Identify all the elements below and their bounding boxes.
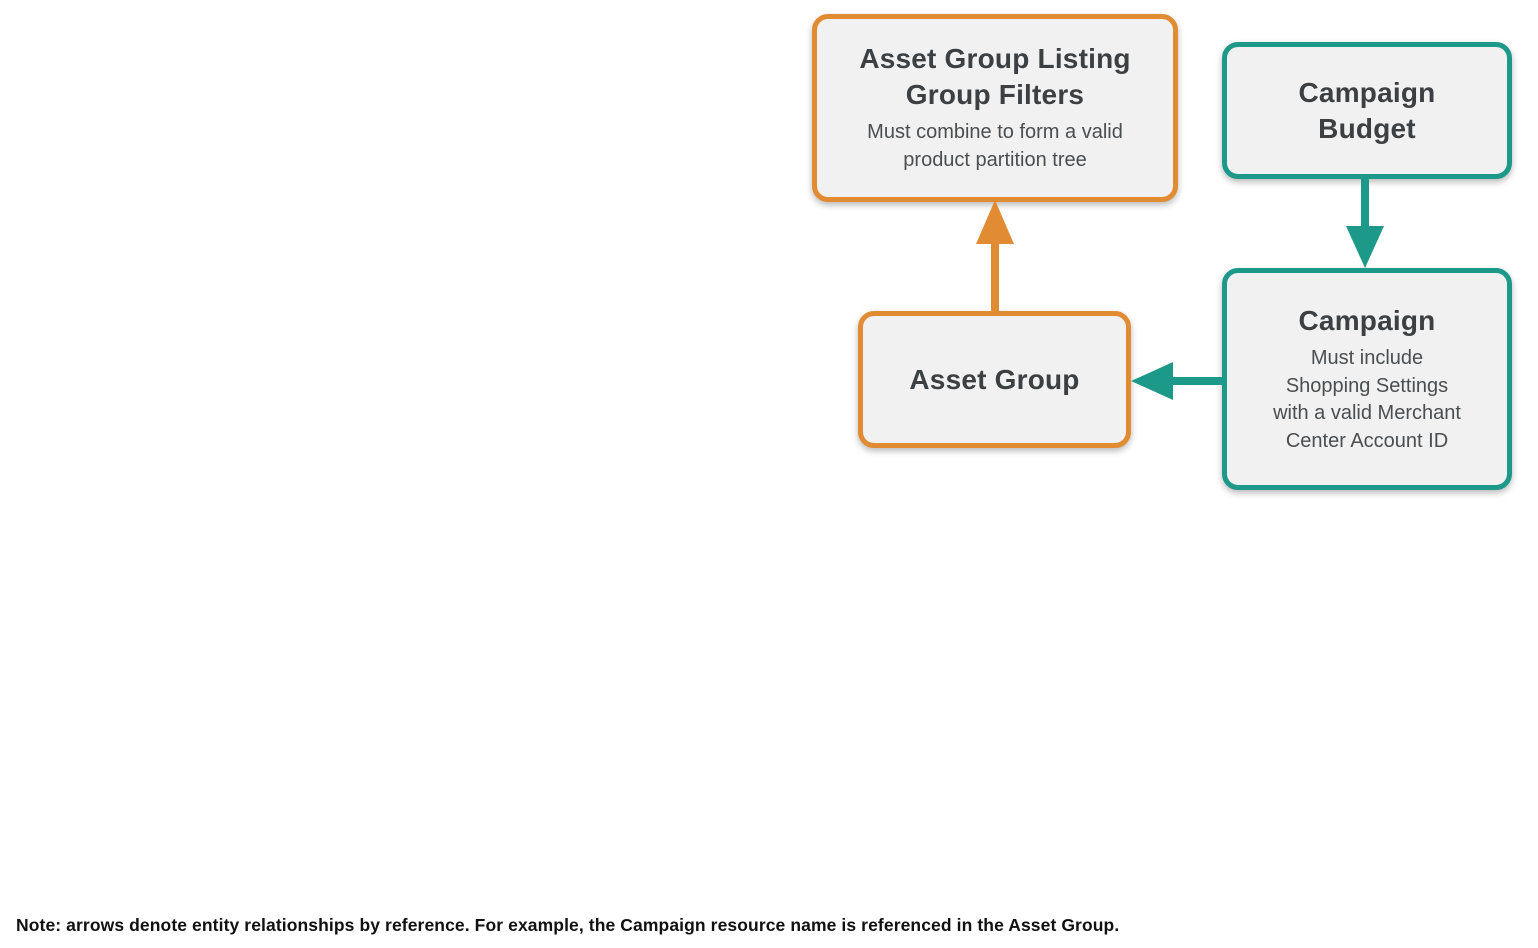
arrow-campaign-budget-to-campaign-shaft [1361,177,1369,229]
node-asset-group-listing-group-filters: Asset Group Listing Group Filters Must c… [812,14,1178,202]
node-title: Campaign [1298,304,1436,336]
node-title: Asset Group [909,363,1080,395]
node-asset-group: Asset Group [858,311,1131,448]
node-campaign: Campaign Must include Shopping Settings … [1222,268,1512,490]
arrow-left-icon [1131,362,1173,400]
node-subtitle: Must include Shopping Settings with a va… [1273,347,1461,452]
arrow-campaign-to-asset-group-shaft [1168,377,1222,385]
node-campaign-budget: Campaign Budget [1222,42,1512,179]
note-text: Note: arrows denote entity relationships… [16,915,1120,935]
arrow-asset-group-to-listing-group-filters-shaft [991,242,999,312]
arrow-up-icon [976,200,1014,244]
arrow-down-icon [1346,226,1384,268]
node-subtitle: Must combine to form a valid product par… [867,121,1123,172]
node-title: Campaign Budget [1298,76,1436,144]
node-title: Asset Group Listing Group Filters [859,43,1131,110]
